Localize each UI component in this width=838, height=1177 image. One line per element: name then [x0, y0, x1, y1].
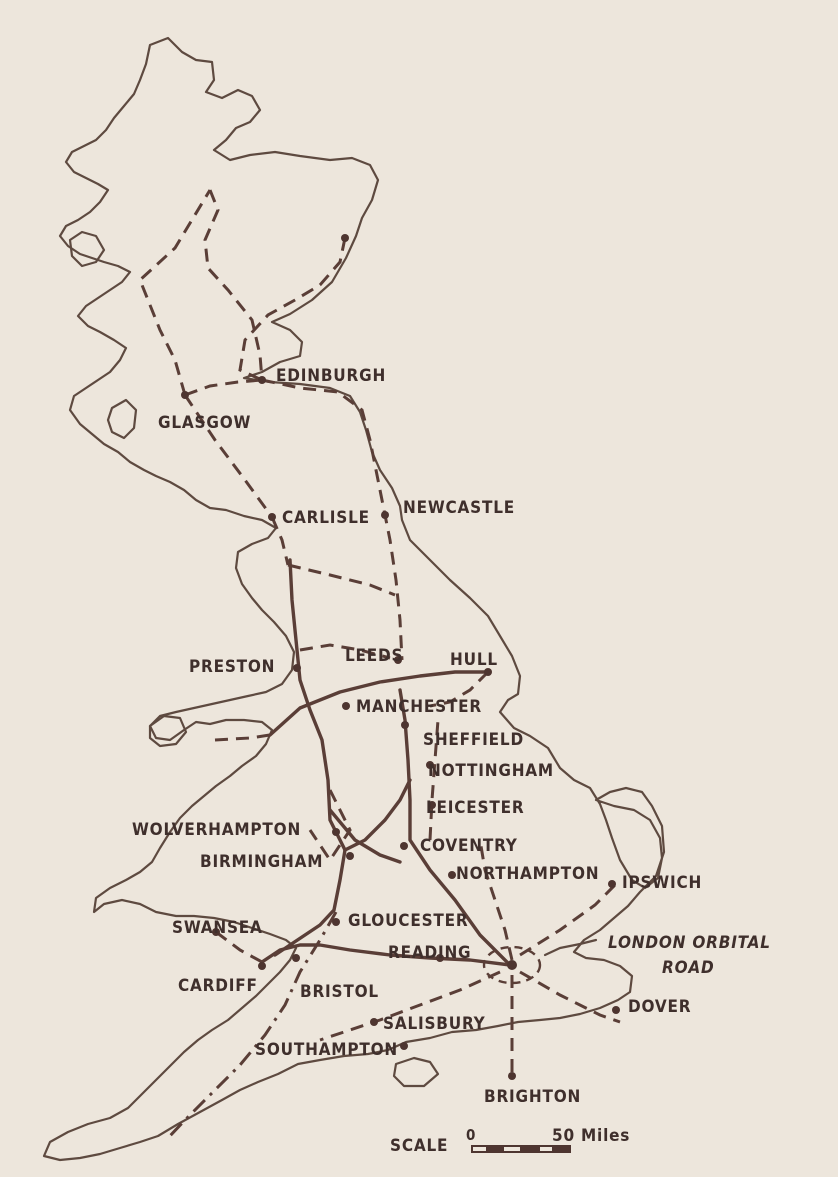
label-glasgow: GLASGOW — [158, 413, 252, 433]
city-dot-swansea — [212, 928, 220, 936]
label-salisbury: SALISBURY — [383, 1014, 486, 1034]
label-london-orbital-line2: ROAD — [662, 958, 715, 978]
label-cardiff: CARDIFF — [178, 976, 258, 996]
label-coventry: COVENTRY — [420, 836, 518, 856]
scale-bar-segment-2 — [520, 1146, 540, 1152]
island-anglesey — [148, 714, 188, 748]
city-dot-reading — [436, 954, 444, 962]
city-dot-wolverhampton — [332, 828, 340, 836]
route-m1-london-leeds — [398, 688, 512, 967]
label-dover: DOVER — [628, 997, 692, 1017]
label-swansea: SWANSEA — [172, 918, 263, 938]
route-m6-carlisle-birmingham — [288, 558, 347, 852]
label-ipswich: IPSWICH — [622, 873, 703, 893]
city-dot-edinburgh — [258, 376, 266, 384]
route-carlisle-m6 — [270, 516, 290, 566]
route-aberdeen-edinburgh — [238, 237, 347, 382]
island-skye — [68, 230, 106, 268]
route-perth-inverness — [203, 189, 264, 381]
route-lancaster-leeds — [299, 643, 391, 660]
city-dot-northampton — [448, 871, 456, 879]
label-southampton: SOUTHAMPTON — [255, 1040, 398, 1060]
city-dot-gloucester — [332, 918, 340, 926]
label-nottingham: NOTTINGHAM — [428, 761, 554, 781]
label-leicester: LEICESTER — [426, 798, 525, 818]
city-dot-manchester — [342, 702, 350, 710]
route-london-southampton — [319, 970, 501, 1042]
label-brighton: BRIGHTON — [484, 1087, 582, 1107]
route-a66-transpennine — [287, 563, 396, 597]
route-birmingham-north-curve — [343, 778, 412, 852]
scale-zero-label: 0 — [466, 1126, 477, 1144]
city-dot-bristol — [292, 954, 300, 962]
city-dot-salisbury — [370, 1018, 378, 1026]
scale-label: SCALE — [390, 1136, 449, 1156]
route-m4-london-wales — [260, 943, 512, 967]
route-north-wales — [214, 733, 271, 742]
london-orbital-ring — [482, 945, 542, 985]
city-dot-preston — [293, 664, 301, 672]
label-manchester: MANCHESTER — [356, 697, 483, 717]
city-dot-glasgow — [181, 391, 189, 399]
city-dot-ipswich — [608, 880, 616, 888]
label-london-orbital-line1: LONDON ORBITAL — [608, 933, 771, 953]
city-dot-cardiff — [258, 962, 266, 970]
island-arran — [106, 398, 138, 440]
city-dot-carlisle — [268, 513, 276, 521]
label-newcastle: NEWCASTLE — [403, 498, 516, 518]
label-wolverhampton: WOLVERHAMPTON — [132, 820, 302, 840]
label-northampton: NORTHAMPTON — [456, 864, 600, 884]
scale-max-label: 50 Miles — [552, 1126, 631, 1146]
city-dot-sheffield — [401, 721, 409, 729]
label-bristol: BRISTOL — [300, 982, 379, 1002]
city-dots — [181, 234, 620, 1080]
city-dot-southampton — [400, 1042, 408, 1050]
label-hull: HULL — [450, 650, 498, 670]
city-dot-aberdeen — [341, 234, 349, 242]
route-m5-birmingham-bristol — [273, 848, 347, 957]
label-preston: PRESTON — [189, 657, 276, 677]
city-dot-nottingham — [426, 761, 434, 769]
route-a74-glasgow-carlisle — [183, 394, 274, 518]
city-dot-brighton — [508, 1072, 516, 1080]
route-birmingham-leicester — [308, 789, 352, 863]
city-dot-leicester — [428, 801, 436, 809]
route-london-cambridge-ipswich — [519, 883, 617, 957]
route-hull-sheffield — [429, 670, 490, 708]
london-orbital-pointer — [543, 938, 598, 957]
city-dot-hull — [484, 668, 492, 676]
scale-bar — [471, 1145, 571, 1153]
scale-bar-segment-1 — [486, 1146, 504, 1152]
route-m62-liverpool-hull — [268, 670, 490, 737]
city-dot-birmingham — [346, 852, 354, 860]
route-swansea-cardiff — [215, 930, 263, 964]
city-dot-leeds — [394, 656, 402, 664]
route-edinburgh-newcastle — [261, 378, 404, 661]
route-bristol-exeter-sw — [166, 911, 338, 1140]
city-dot-coventry — [400, 842, 408, 850]
route-edinburgh-glasgow — [184, 378, 263, 397]
label-reading: READING — [388, 943, 472, 963]
label-gloucester: GLOUCESTER — [348, 911, 469, 931]
label-carlisle: CARLISLE — [282, 508, 370, 528]
label-edinburgh: EDINBURGH — [276, 366, 387, 386]
label-sheffield: SHEFFIELD — [423, 730, 524, 750]
city-dot-london — [507, 960, 517, 970]
island-wight — [392, 1056, 440, 1088]
city-dot-dover — [612, 1006, 620, 1014]
route-m45-link — [328, 808, 402, 864]
route-london-dover — [519, 970, 621, 1024]
route-glasgow-north — [138, 189, 212, 396]
label-leeds: LEEDS — [345, 646, 404, 666]
scale-bar-segment-3 — [552, 1146, 570, 1152]
label-birmingham: BIRMINGHAM — [200, 852, 324, 872]
city-dot-newcastle — [381, 511, 389, 519]
